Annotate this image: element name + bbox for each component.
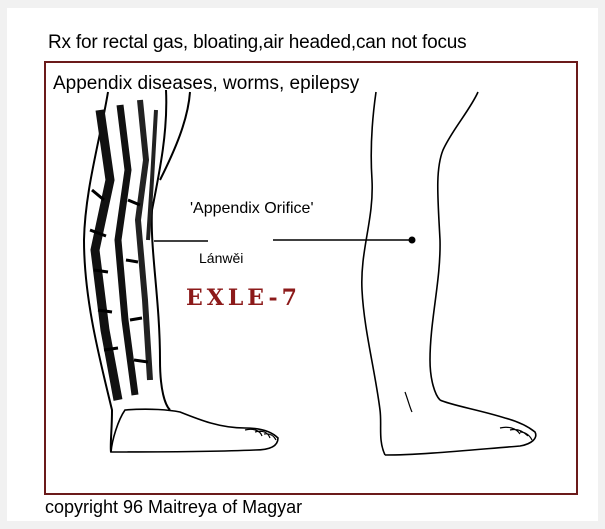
- figure-subtitle: Appendix diseases, worms, epilepsy: [53, 73, 359, 95]
- left-leg-drawing: [84, 90, 278, 452]
- point-code: EXLE-7: [186, 285, 301, 311]
- point-label: 'Appendix Orifice': [190, 200, 314, 218]
- copyright-text: copyright 96 Maitreya of Magyar: [45, 497, 302, 518]
- right-leg-drawing: [362, 92, 536, 455]
- acupoint-marker: [409, 237, 416, 244]
- pinyin-label: Lánwěi: [199, 250, 243, 266]
